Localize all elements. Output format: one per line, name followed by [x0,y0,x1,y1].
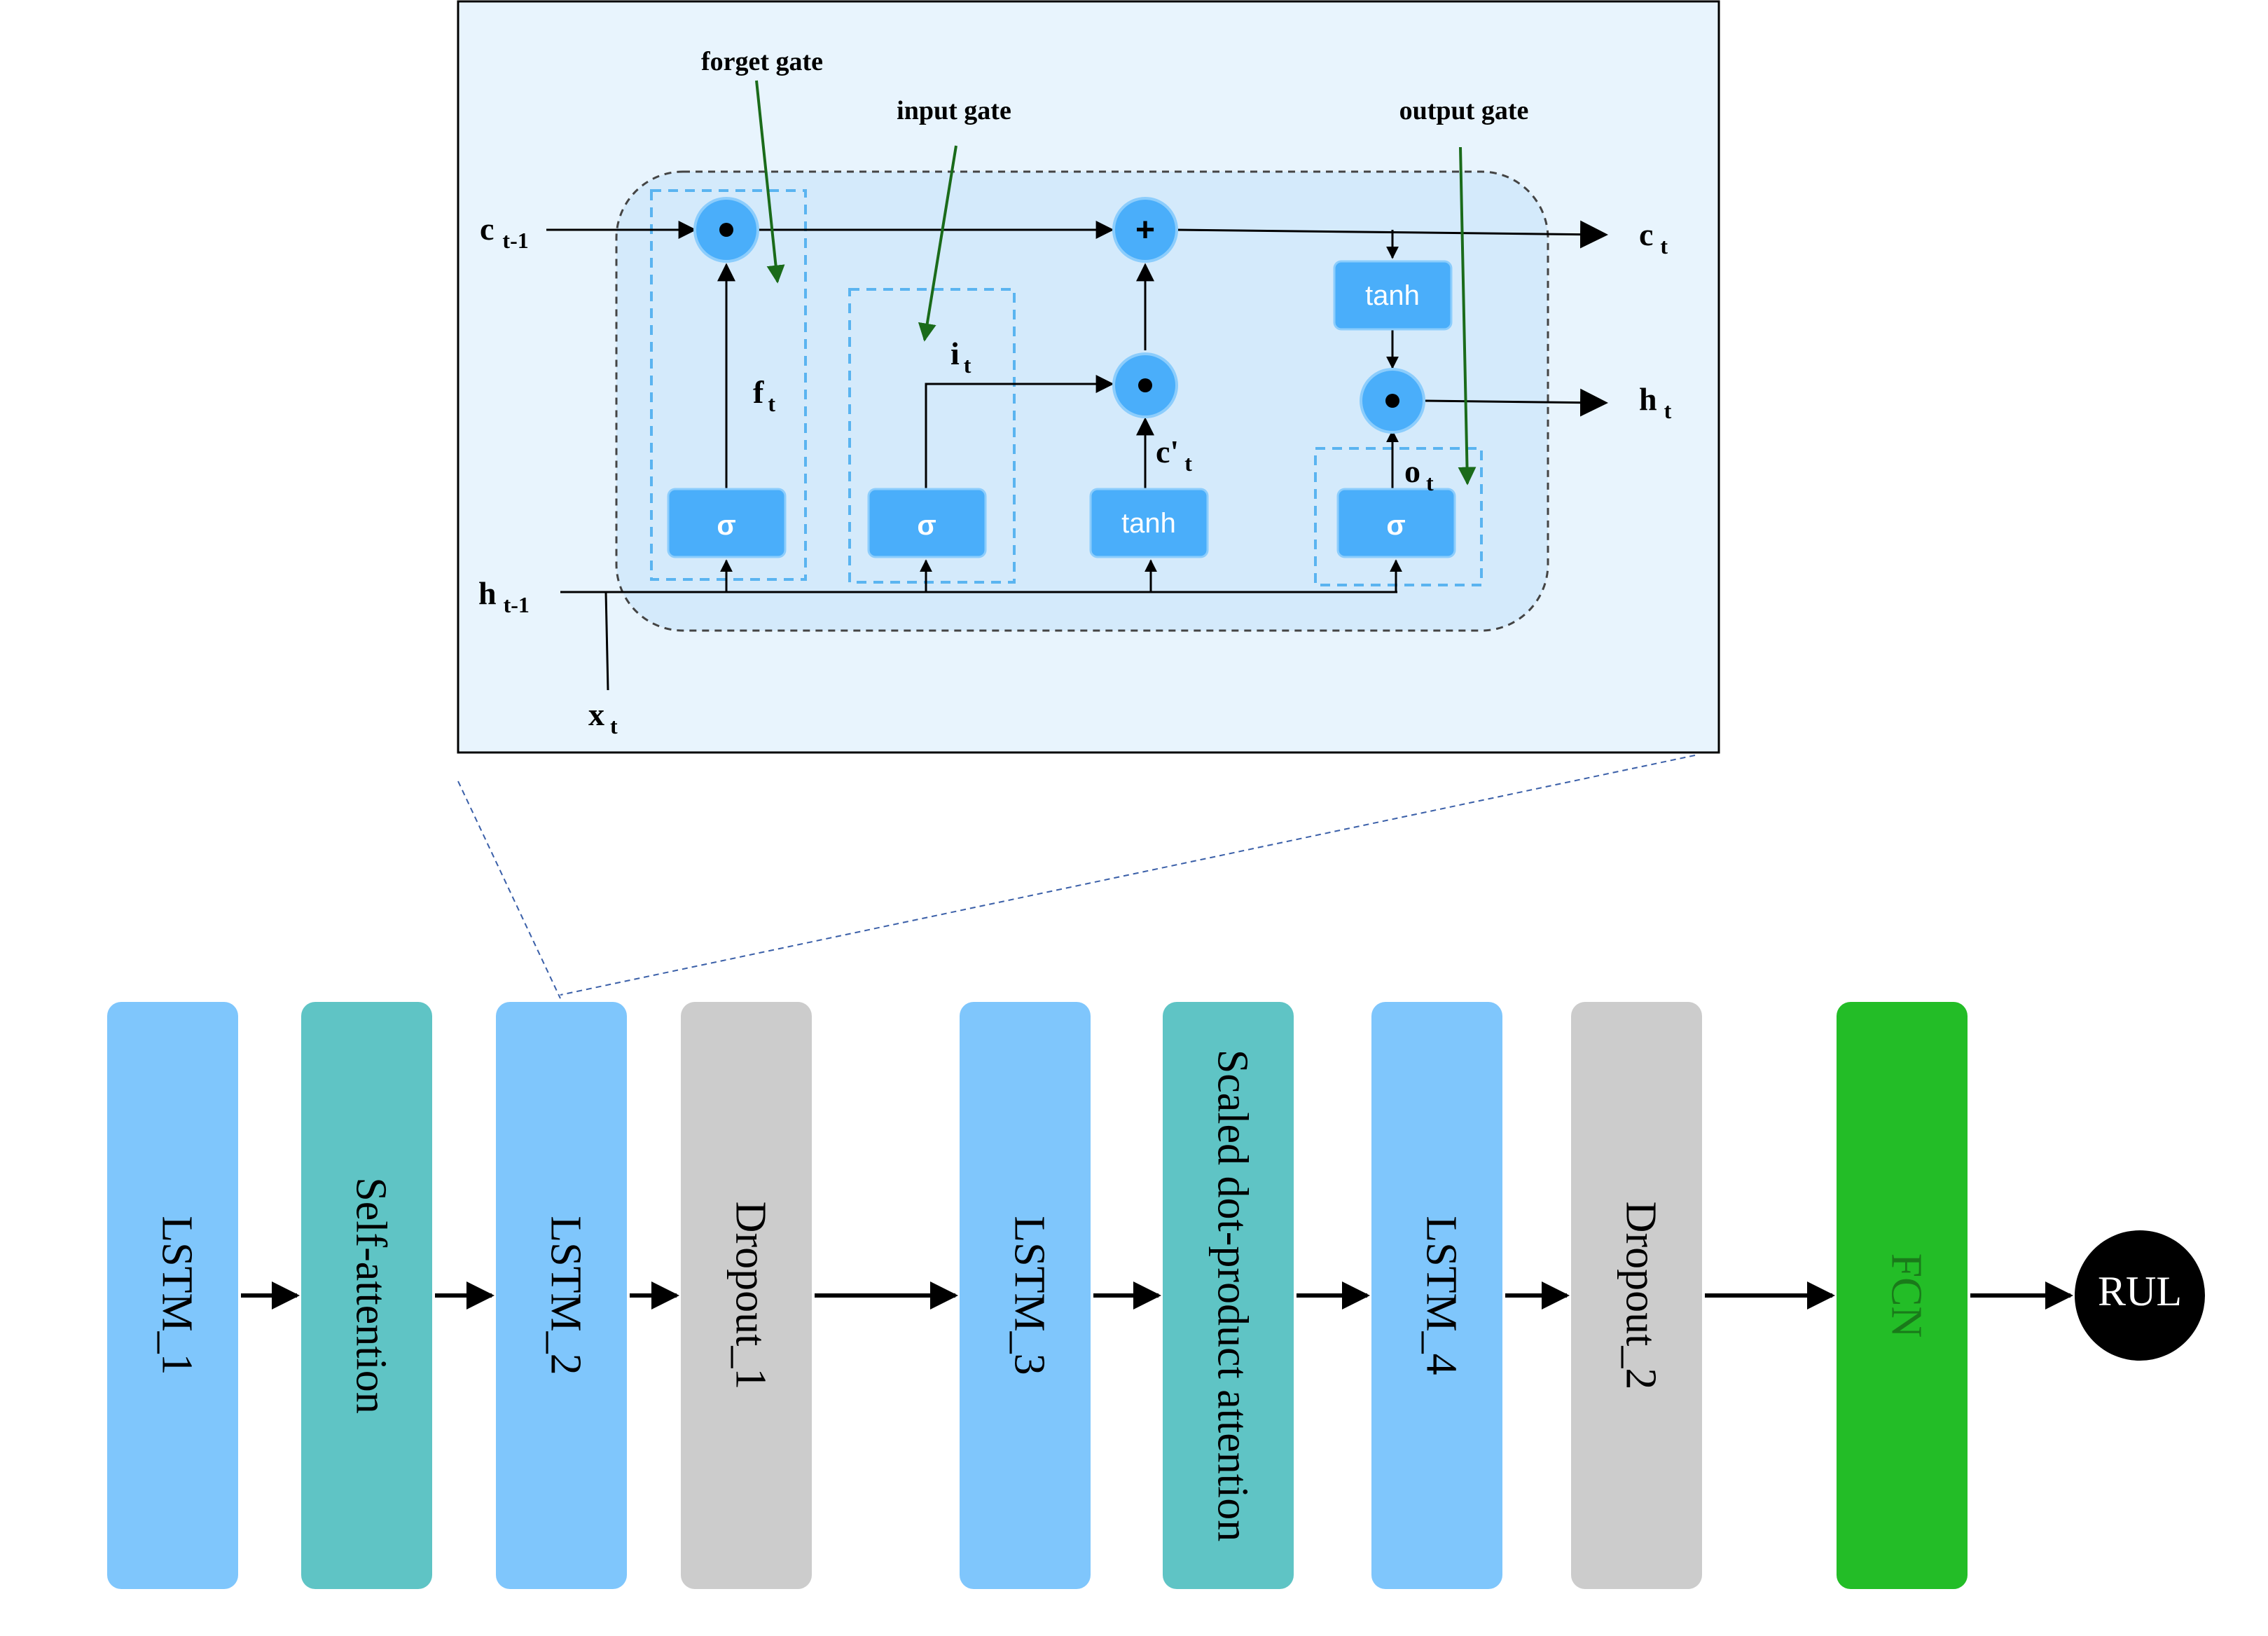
output-sigma-label: σ [1386,510,1405,541]
input-gate-label: input gate [897,96,1011,125]
layer-self-attention: Self-attention [301,1002,432,1589]
layer-label: Dropout_2 [1617,1202,1664,1390]
input-sigma-box: σ [867,488,987,558]
forget-gate-arrow [755,80,785,284]
cell-add-node: + [1112,197,1178,263]
zoom-connector-left [457,781,561,999]
output-label: RUL [2098,1268,2182,1314]
layer-box [1163,1002,1294,1589]
output-gate-arrow [1458,146,1477,486]
forget-mult-node [693,197,759,263]
layer-lstm-3: LSTM_3 [960,1002,1091,1589]
layer-lstm-1: LSTM_1 [107,1002,238,1589]
input-gate-box [848,288,1016,584]
output-tanh-label: tanh [1365,280,1420,311]
forget-gate-label: forget gate [701,47,823,76]
layer-label: Dropout_1 [726,1202,774,1390]
candidate-tanh-label: tanh [1121,508,1176,539]
layer-label: Scaled dot-product attention [1208,1050,1256,1541]
layer-box [960,1002,1091,1589]
layer-label: LSTM_2 [541,1216,589,1375]
mult-dot-icon [1385,394,1399,408]
layer-label: LSTM_1 [153,1216,200,1375]
layer-label: LSTM_3 [1005,1216,1053,1375]
layer-box [1371,1002,1502,1589]
input-sigma-label: σ [917,510,936,541]
layer-box [1571,1002,1702,1589]
model-pipeline: LSTM_1 Self-attention LSTM_2 Dropout_1 LSTM_… [107,1002,2205,1589]
layer-label: Self-attention [347,1177,394,1413]
x-input-line [604,591,609,691]
input-mult-node [1112,352,1178,418]
output-mult-node [1360,368,1425,434]
cell-state-out-line [1175,220,1608,249]
add-label: + [1135,212,1155,249]
candidate-tanh-box: tanh [1089,488,1209,558]
layer-label: LSTM_4 [1417,1216,1465,1375]
layer-box [681,1002,812,1589]
layer-dropout-1: Dropout_1 [681,1002,812,1589]
cell-boundary [615,170,1549,632]
layer-box [496,1002,627,1589]
output-gate-label: output gate [1399,96,1529,125]
layer-box [301,1002,432,1589]
layer-fcn: FCN [1837,1002,1968,1589]
output-circle [2075,1230,2205,1361]
layer-box [1837,1002,1968,1589]
layer-lstm-2: LSTM_2 [496,1002,627,1589]
mult-dot-icon [1138,378,1152,392]
candidate-signal-label: c't [1156,434,1192,476]
forget-sigma-box: σ [667,488,787,558]
input-gate-arrow [918,145,957,342]
h-out-line [1425,388,1608,417]
i-to-mult-line [925,375,1114,489]
zoom-connector-right [560,755,1696,996]
layer-dropout-2: Dropout_2 [1571,1002,1702,1589]
mult-dot-icon [719,223,733,237]
lstm-cell-panel: σ σ tanh σ tanh + [457,0,1720,754]
layer-lstm-4: LSTM_4 [1371,1002,1502,1589]
forget-sigma-label: σ [717,510,735,541]
rul-output-node: RUL [2075,1230,2205,1361]
output-sigma-box: σ [1336,488,1456,558]
layer-box [107,1002,238,1589]
layer-scaled-dot-product-attention: Scaled dot-product attention [1163,1002,1294,1589]
layer-label: FCN [1882,1253,1930,1338]
forget-gate-box [650,189,807,581]
output-tanh-box: tanh [1333,260,1453,331]
